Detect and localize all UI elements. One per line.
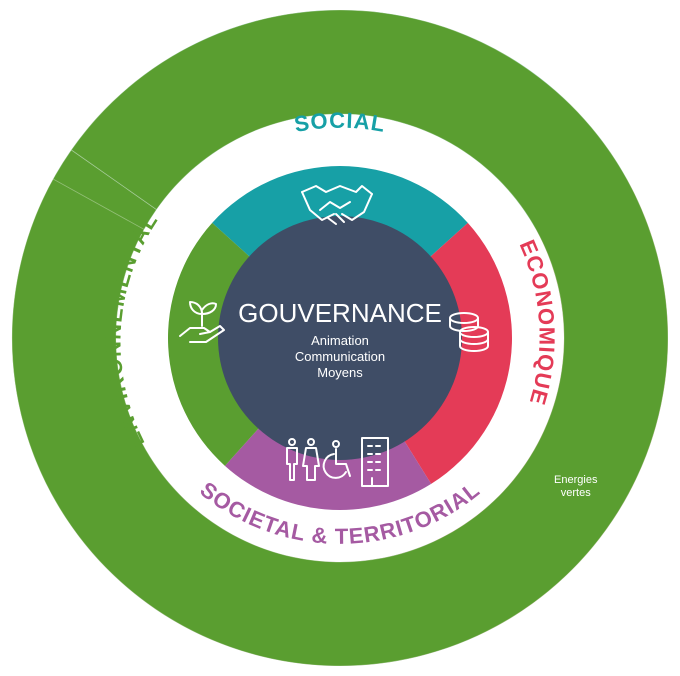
center-title: GOUVERNANCE — [238, 298, 442, 328]
segment-label-line: vertes — [561, 487, 591, 499]
center-circle — [218, 216, 462, 460]
people-building-icon — [286, 437, 389, 487]
outer-segment-environnemental — [11, 9, 669, 667]
segment-label-line: Energies — [554, 474, 598, 486]
handshake-icon — [301, 185, 373, 225]
hand-plant-icon — [179, 301, 225, 343]
dimension-label-social: SOCIAL — [292, 108, 387, 137]
coins-icon — [449, 312, 489, 352]
center-line-3: Moyens — [317, 365, 363, 380]
outer-ring: AcculturationModes detransportInfrastruc… — [11, 9, 669, 667]
center-line-2: Communication — [295, 349, 385, 364]
inner-segment-societal — [224, 427, 432, 510]
center-line-1: Animation — [311, 333, 369, 348]
inner-segment-environnemental — [168, 222, 260, 466]
